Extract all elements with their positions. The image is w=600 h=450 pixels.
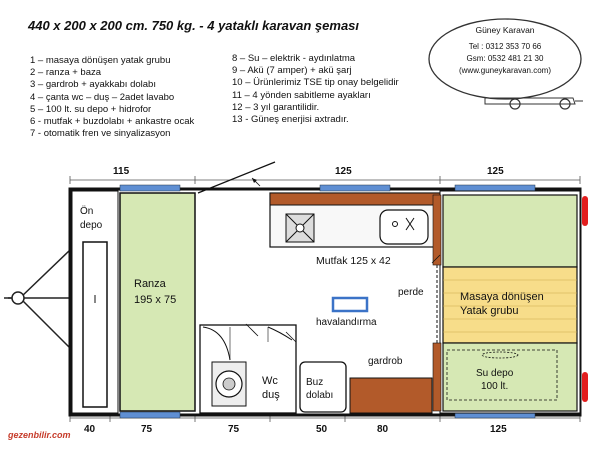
company-logo: Güney Karavan Tel : 0312 353 70 66 Gsm: … xyxy=(425,16,585,111)
logo-name: Güney Karavan xyxy=(475,25,535,35)
window-icon xyxy=(119,411,181,419)
logo-gsm: Gsm: 0532 481 21 30 xyxy=(466,54,544,63)
shower-door xyxy=(202,326,231,361)
convertible-bed xyxy=(442,266,578,344)
bottom-dim: 40 xyxy=(84,424,96,435)
curtain-label: perde xyxy=(398,287,424,298)
top-dim: 115 xyxy=(113,166,130,177)
logo-oval-icon xyxy=(428,18,583,110)
ventilation-hatch xyxy=(331,296,369,313)
legend-item: 1 – masaya dönüşen yatak grubu xyxy=(30,55,171,66)
legend-item: 7 - otomatik fren ve sinyalizasyon xyxy=(30,128,171,140)
legend-left: 1 – masaya dönüşen yatak grubu 2 – ranza… xyxy=(30,55,194,140)
logo-web: (www.guneykaravan.com) xyxy=(458,66,552,75)
legend-item: 8 – Su – elektrik - aydınlatma xyxy=(232,53,356,64)
fridge-label: Buz dolabı xyxy=(306,377,334,401)
bottom-dim: 125 xyxy=(490,424,507,435)
kitchen-label: Mutfak 125 x 42 xyxy=(316,255,391,267)
top-dim: 125 xyxy=(487,166,504,177)
legend-item: 12 – 3 yıl garantilidir. xyxy=(232,101,320,113)
legend-item: 6 - mutfak + buzdolabı + ankastre ocak xyxy=(30,116,195,128)
bed-group-label: Masaya dönüşen Yatak grubu xyxy=(460,291,544,317)
legend-item: 2 – ranza + baza xyxy=(30,67,102,79)
taillight-top xyxy=(582,196,588,226)
window-icon xyxy=(119,184,181,192)
watermark: gezenbilir.com xyxy=(8,430,71,440)
wc-label: Wc duş xyxy=(262,375,280,401)
window-icon xyxy=(454,184,536,192)
wardrobe xyxy=(349,377,433,414)
ventilation-label: havalandırma xyxy=(316,317,377,328)
legend-item: 13 - Güneş enerjisi axtradır. xyxy=(232,114,349,126)
upper-seat xyxy=(442,194,578,268)
legend-item: 10 – Ürünlerimiz TSE tip onay belgelidir xyxy=(232,77,399,89)
kitchen-top-cabinet xyxy=(269,192,441,206)
bunk-size-label: 195 x 75 xyxy=(134,294,177,306)
wc-door-swing xyxy=(267,326,293,341)
front-storage-box xyxy=(82,241,108,408)
bottom-dim: 75 xyxy=(228,424,240,435)
legend-item: 11 – 4 yönden sabitleme ayakları xyxy=(232,89,371,101)
bottom-dim: 75 xyxy=(141,424,153,435)
bottom-dim: 80 xyxy=(377,424,389,435)
legend-item: 3 – gardrob + ayakkabı dolabı xyxy=(30,79,156,91)
top-dim: 125 xyxy=(335,166,352,177)
legend-right: 8 – Su – elektrik - aydınlatma 9 – Akü (… xyxy=(232,53,399,126)
window-icon xyxy=(319,184,391,192)
fridge xyxy=(299,361,347,413)
diagram-title: 440 x 200 x 200 cm. 750 kg. - 4 yataklı … xyxy=(28,18,360,33)
water-tank-label: Su depo 100 lt. xyxy=(476,368,514,392)
sink-icon xyxy=(379,209,429,245)
entrance-door xyxy=(197,161,276,194)
drawbar-hitch xyxy=(4,249,71,349)
bottom-dim: 50 xyxy=(316,424,328,435)
bunk-bed xyxy=(119,192,196,412)
legend-item: 4 – çanta wc – duş – 2adet lavabo xyxy=(30,91,175,103)
bunk-label: Ranza xyxy=(134,278,166,290)
wardrobe-label: gardrob xyxy=(368,356,403,367)
front-storage-label: Ön depo xyxy=(80,206,103,231)
legend-item: 5 – 100 lt. su depo + hidrofor xyxy=(30,103,152,115)
legend-item: 9 – Akü (7 amper) + akü şarj xyxy=(232,65,352,77)
taillight-bottom xyxy=(582,372,588,402)
logo-tel: Tel : 0312 353 70 66 xyxy=(468,42,542,51)
